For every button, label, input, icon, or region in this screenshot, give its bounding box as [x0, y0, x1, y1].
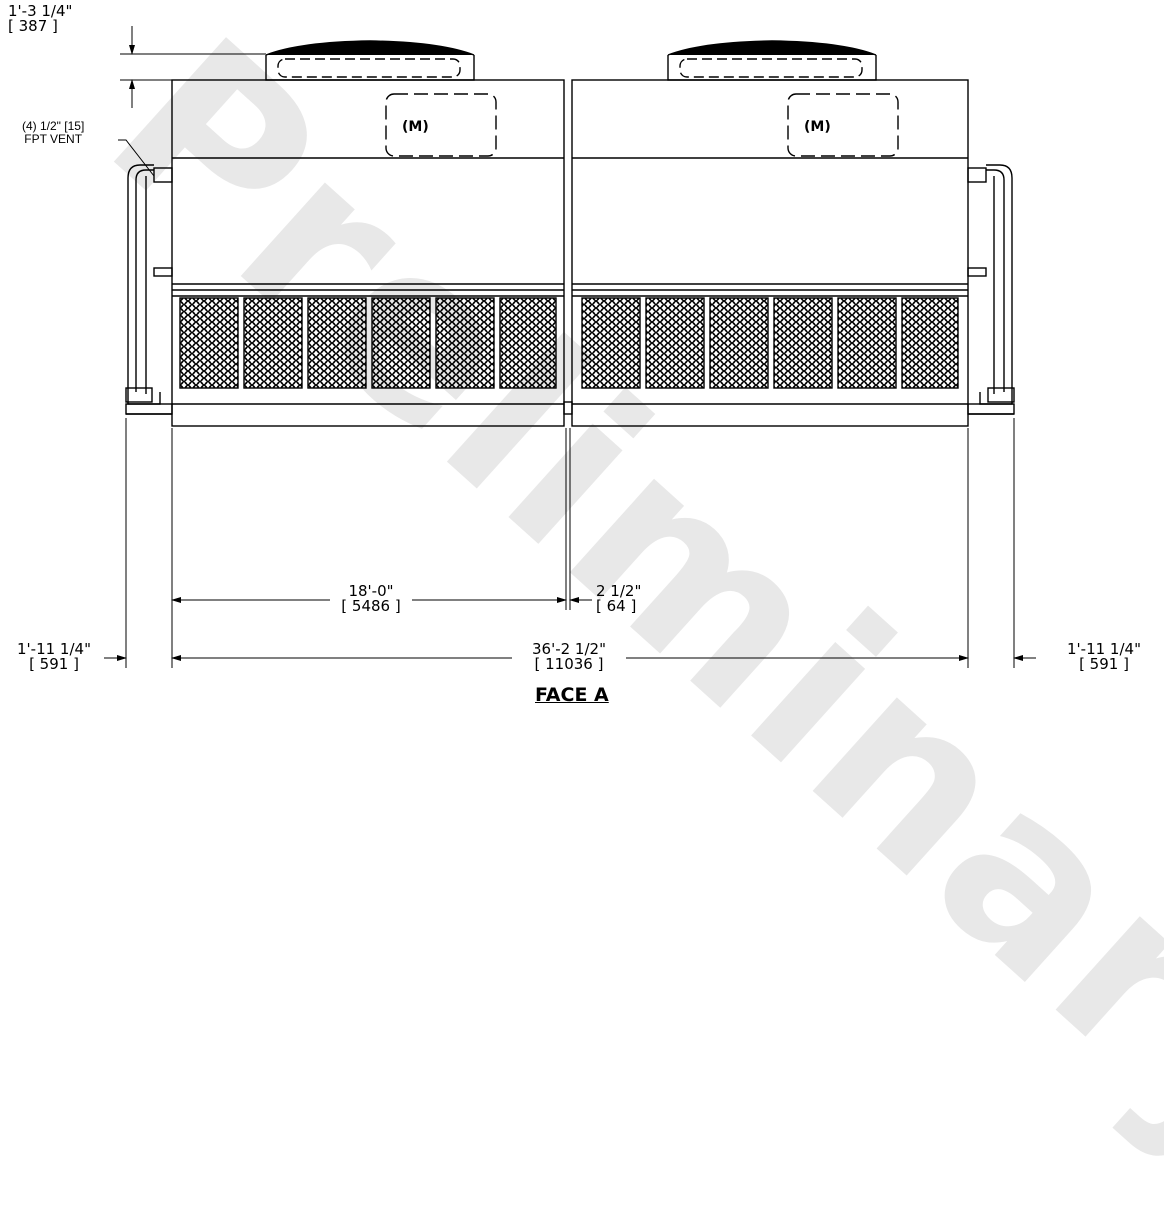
right-offset-dimension: 1'-11 1/4" [ 591 ] [1048, 642, 1160, 672]
top-offset-metric: [ 387 ] [8, 17, 58, 35]
gap-dimension: 2 1/2" [ 64 ] [596, 584, 641, 614]
overall-width-dimension: 36'-2 1/2" [ 11036 ] [514, 642, 624, 672]
left-louvers [179, 297, 557, 389]
left-offset-imperial: 1'-11 1/4" [17, 640, 91, 658]
gap-metric: [ 64 ] [596, 597, 637, 615]
left-pipe [135, 169, 154, 394]
half-width-dimension: 18'-0" [ 5486 ] [332, 584, 410, 614]
vent-note-line-2: FPT VENT [24, 132, 83, 146]
right-fan-slot [679, 58, 863, 78]
right-logo: (M) [804, 119, 831, 135]
right-pipe [986, 169, 1005, 394]
top-offset-dimension: 1'-3 1/4" [ 387 ] [8, 4, 72, 34]
right-offset-metric: [ 591 ] [1079, 655, 1129, 673]
right-offset-imperial: 1'-11 1/4" [1067, 640, 1141, 658]
vent-note-line-1: (4) 1/2" [15] [22, 119, 85, 133]
top-offset-imperial: 1'-3 1/4" [8, 2, 73, 20]
right-casing [571, 79, 969, 427]
overall-width-imperial: 36'-2 1/2" [532, 640, 606, 658]
dimension-lines [104, 26, 1036, 668]
left-casing [171, 79, 565, 427]
gap-imperial: 2 1/2" [596, 582, 642, 600]
drawing-canvas: Preliminary [6, 0, 1164, 1219]
right-access-door [787, 93, 899, 157]
vent-note: (4) 1/2" [15] FPT VENT [22, 120, 84, 146]
unit-elevation-drawing: (M) (M) [104, 26, 1036, 668]
left-cell [125, 40, 565, 427]
left-logo: (M) [402, 119, 429, 135]
left-fan-slot [277, 58, 461, 78]
drawing-title: FACE A [535, 684, 609, 706]
center-gap-connector [563, 401, 573, 415]
right-louvers [581, 297, 959, 389]
overall-width-metric: [ 11036 ] [534, 655, 604, 673]
left-offset-metric: [ 591 ] [29, 655, 79, 673]
right-cell [571, 40, 1015, 427]
half-width-metric: [ 5486 ] [341, 597, 401, 615]
left-access-door [385, 93, 497, 157]
left-offset-dimension: 1'-11 1/4" [ 591 ] [6, 642, 102, 672]
half-width-imperial: 18'-0" [348, 582, 394, 600]
